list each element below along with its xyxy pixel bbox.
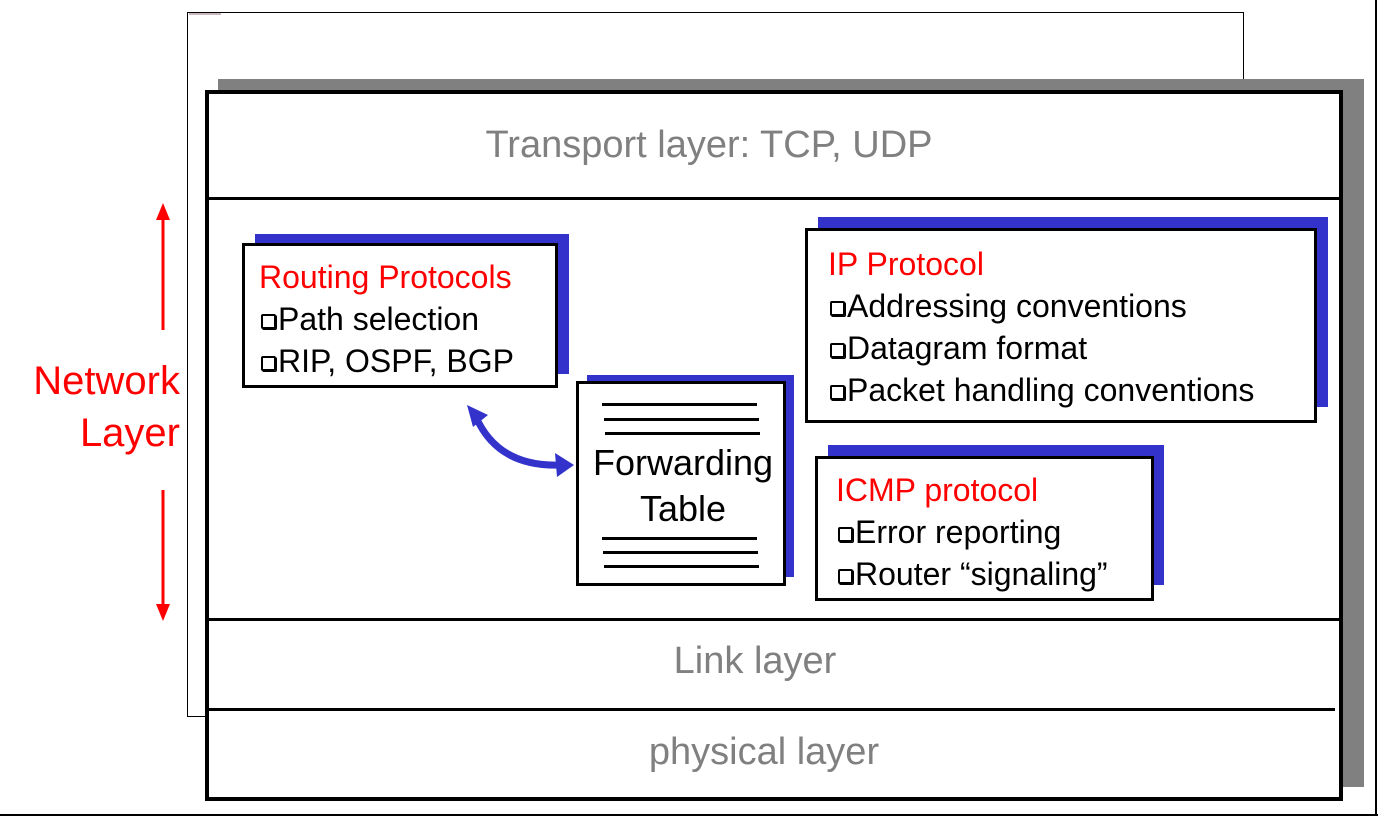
network-layer-label-line2: Layer — [79, 411, 180, 455]
down-arrow-icon — [156, 490, 170, 621]
network-layer-label: Network Layer — [10, 355, 180, 459]
table-row-line — [605, 432, 760, 435]
table-row-line — [602, 403, 757, 406]
routing-protocols-box: Routing Protocols Path selection RIP, OS… — [242, 243, 558, 388]
transport-network-divider — [209, 197, 1339, 200]
table-row-line — [603, 551, 758, 554]
icmp-protocol-item: Router “signaling” — [836, 553, 1151, 595]
icmp-protocol-item-text: Router “signaling” — [855, 556, 1108, 592]
checkbox-bullet-icon — [830, 300, 845, 316]
page-right-border — [1375, 0, 1377, 816]
ip-protocol-item: Addressing conventions — [828, 285, 1314, 327]
routing-protocols-item-text: Path selection — [278, 301, 480, 337]
checkbox-bullet-icon — [261, 313, 276, 329]
table-row-line — [602, 537, 757, 540]
transport-layer-label: Transport layer: TCP, UDP — [485, 124, 933, 166]
ip-protocol-item-text: Packet handling conventions — [847, 372, 1255, 408]
ip-protocol-item: Packet handling conventions — [828, 369, 1314, 411]
routing-protocols-item-text: RIP, OSPF, BGP — [278, 343, 514, 379]
icmp-protocol-item-text: Error reporting — [855, 514, 1062, 550]
routing-protocols-item: RIP, OSPF, BGP — [259, 340, 555, 382]
table-row-line — [604, 565, 759, 568]
routing-protocols-title: Routing Protocols — [259, 259, 512, 295]
ip-protocol-item: Datagram format — [828, 327, 1314, 369]
link-physical-divider — [209, 708, 1335, 711]
ip-protocol-item-text: Datagram format — [847, 330, 1088, 366]
icmp-protocol-title: ICMP protocol — [836, 472, 1039, 508]
ip-protocol-box: IP Protocol Addressing conventions Datag… — [805, 228, 1317, 423]
routing-forwarding-arrow-icon — [467, 405, 574, 477]
forwarding-table-label: Forwarding Table — [580, 440, 786, 532]
forwarding-table-label-line1: Forwarding — [592, 442, 774, 483]
checkbox-bullet-icon — [830, 384, 845, 400]
checkbox-bullet-icon — [838, 568, 853, 584]
checkbox-bullet-icon — [261, 355, 276, 371]
up-arrow-icon — [156, 203, 170, 330]
ip-protocol-title: IP Protocol — [828, 246, 984, 282]
network-link-divider — [209, 618, 1339, 621]
ip-protocol-item-text: Addressing conventions — [847, 288, 1187, 324]
icmp-protocol-box: ICMP protocol Error reporting Router “si… — [815, 456, 1154, 601]
network-layer-label-line1: Network — [33, 359, 180, 403]
network-layer-arrows — [156, 203, 170, 621]
link-layer-label: Link layer — [673, 640, 837, 682]
physical-layer-label: physical layer — [648, 731, 880, 773]
forwarding-table-label-line2: Table — [639, 488, 727, 529]
checkbox-bullet-icon — [838, 526, 853, 542]
checkbox-bullet-icon — [830, 342, 845, 358]
table-row-line — [604, 418, 759, 421]
icmp-protocol-item: Error reporting — [836, 511, 1151, 553]
routing-protocols-item: Path selection — [259, 298, 555, 340]
page-bottom-border — [0, 814, 1378, 816]
frame-corner-mark — [189, 13, 221, 15]
